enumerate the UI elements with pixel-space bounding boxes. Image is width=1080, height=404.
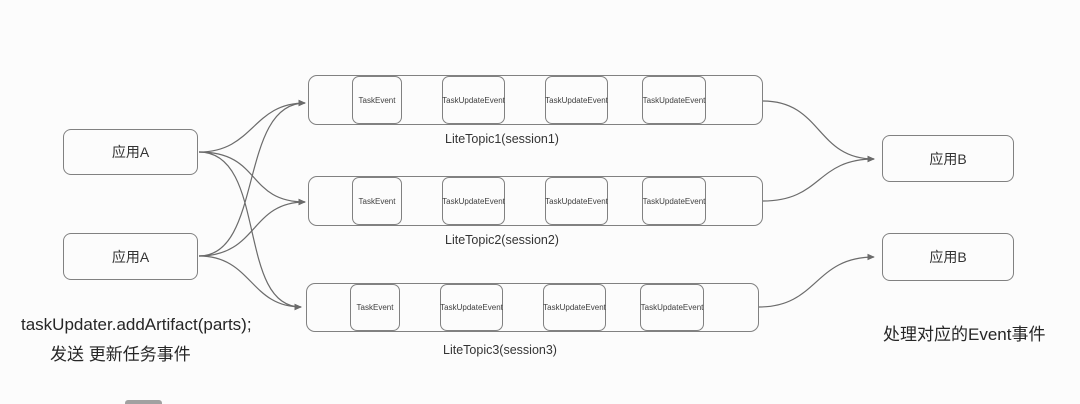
topic-queue-1[interactable]: TaskEvent TaskUpdateEvent TaskUpdateEven… [308,75,763,125]
event-cell: TaskUpdateEvent [442,177,505,225]
event-label: TaskUpdateEvent [545,196,608,206]
consumer-label: 应用B [929,249,967,265]
event-cell: TaskEvent [352,177,402,225]
event-cell: TaskEvent [352,76,402,124]
cropped-bottom-element [125,400,162,404]
arrow-producer2-topic1 [198,99,306,257]
arrow-producer1-topic1 [198,99,306,153]
topic-2-label: LiteTopic2(session2) [445,233,559,247]
arrow-topic2-consumer1 [762,155,875,202]
producer-code-caption: taskUpdater.addArtifact(parts); [21,315,252,334]
consumer-node-app-b-2[interactable]: 应用B [882,233,1014,281]
consumer-note-caption: 处理对应的Event事件 [883,325,1046,344]
topic-3-label: LiteTopic3(session3) [443,343,557,357]
event-label: TaskUpdateEvent [545,95,608,105]
event-label: TaskUpdateEvent [642,95,706,105]
event-label: TaskEvent [358,196,396,206]
event-cell: TaskUpdateEvent [642,76,706,124]
producer-node-app-a-1[interactable]: 应用A [63,129,198,175]
event-cell: TaskUpdateEvent [642,177,706,225]
event-cell: TaskUpdateEvent [543,284,606,331]
event-cell: TaskUpdateEvent [442,76,505,124]
event-label: TaskEvent [356,303,394,312]
consumer-label: 应用B [929,150,967,167]
producer-label: 应用A [111,144,150,160]
event-label: TaskUpdateEvent [640,303,704,312]
topic-1-label: LiteTopic1(session1) [445,132,559,146]
event-label: TaskUpdateEvent [440,303,503,312]
event-label: TaskUpdateEvent [642,196,706,206]
producer-note-caption: 发送 更新任务事件 [50,345,191,364]
event-label: TaskUpdateEvent [442,95,505,105]
consumer-node-app-b-1[interactable]: 应用B [882,135,1014,182]
event-label: TaskUpdateEvent [442,196,505,206]
producer-node-app-a-2[interactable]: 应用A [63,233,198,280]
arrow-topic1-consumer1 [762,100,875,163]
arrow-topic3-consumer2 [758,253,875,308]
event-cell: TaskUpdateEvent [545,177,608,225]
arrow-producer2-topic3 [198,255,302,311]
event-cell: TaskUpdateEvent [545,76,608,124]
arrow-producer1-topic3 [198,151,302,311]
event-label: TaskEvent [358,95,396,105]
topic-queue-2[interactable]: TaskEvent TaskUpdateEvent TaskUpdateEven… [308,176,763,226]
arrow-producer1-topic2 [198,151,306,206]
event-cell: TaskEvent [350,284,400,331]
event-cell: TaskUpdateEvent [440,284,503,331]
event-cell: TaskUpdateEvent [640,284,704,331]
producer-label: 应用A [111,248,150,265]
event-label: TaskUpdateEvent [543,303,606,312]
topic-queue-3[interactable]: TaskEvent TaskUpdateEvent TaskUpdateEven… [306,283,759,332]
arrow-producer2-topic2 [198,198,306,257]
